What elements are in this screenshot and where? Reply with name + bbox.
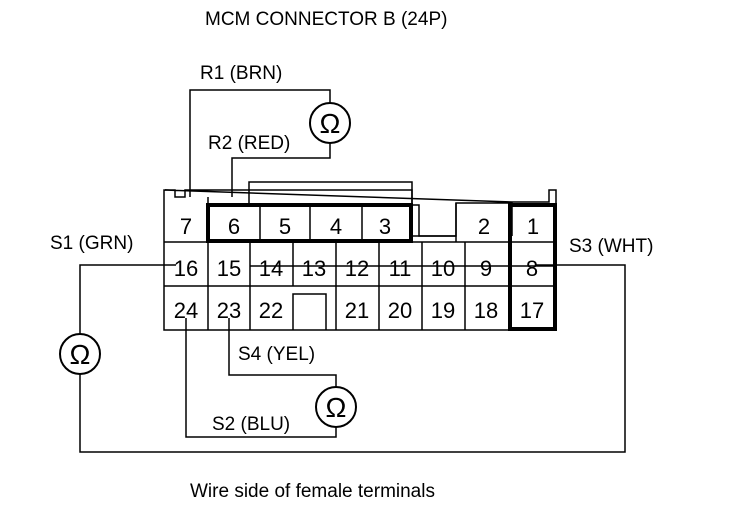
- pin-8: 8: [526, 256, 538, 281]
- pin-11: 11: [389, 256, 412, 281]
- pin-18: 18: [474, 298, 498, 323]
- pin-12: 12: [345, 256, 369, 281]
- pin-22: 22: [259, 298, 283, 323]
- pin-19: 19: [431, 298, 455, 323]
- pin-16: 16: [174, 256, 198, 281]
- probe-s3-label: S3 (WHT): [569, 236, 653, 257]
- pin-labels: 7 6 5 4 3 2 1 16 15 14 13 12 11 10 9 8 2…: [174, 214, 544, 323]
- ohmmeter-s13-icon: [59, 333, 101, 375]
- pin-9: 9: [480, 256, 492, 281]
- probe-s4-label: S4 (YEL): [238, 344, 315, 365]
- pin-3: 3: [379, 214, 391, 239]
- ohmmeter-s13-symbol: Ω: [70, 339, 91, 370]
- ohmmeter-r-icon: [309, 102, 351, 144]
- pin-1: 1: [527, 214, 539, 239]
- probe-r1-label: R1 (BRN): [200, 63, 282, 84]
- connector-body: [163, 181, 557, 331]
- ohmmeter-r-symbol: Ω: [320, 108, 341, 139]
- probe-r2-label: R2 (RED): [208, 133, 290, 154]
- pin-20: 20: [388, 298, 412, 323]
- pin-14: 14: [259, 256, 283, 281]
- pin-21: 21: [345, 298, 369, 323]
- pin-10: 10: [431, 256, 455, 281]
- pin-5: 5: [279, 214, 291, 239]
- probe-s1-label: S1 (GRN): [50, 233, 133, 254]
- ohmmeter-s24-symbol: Ω: [326, 392, 347, 423]
- pin-7: 7: [180, 214, 192, 239]
- diagram-title: MCM CONNECTOR B (24P): [205, 9, 447, 30]
- pin-13: 13: [302, 256, 326, 281]
- pin-4: 4: [330, 214, 342, 239]
- pin-2: 2: [478, 214, 490, 239]
- pin-6: 6: [228, 214, 240, 239]
- pin-17: 17: [520, 298, 544, 323]
- meter-s13-circuit: Ω S1 (GRN) S3 (WHT): [50, 233, 653, 453]
- pin-15: 15: [217, 256, 241, 281]
- probe-s2-label: S2 (BLU): [212, 414, 290, 435]
- meter-s24-circuit: Ω S4 (YEL) S2 (BLU): [185, 318, 357, 438]
- ohmmeter-s24-icon: [315, 386, 357, 428]
- meter-r-circuit: Ω R1 (BRN) R2 (RED): [189, 63, 351, 197]
- diagram-caption: Wire side of female terminals: [190, 481, 435, 502]
